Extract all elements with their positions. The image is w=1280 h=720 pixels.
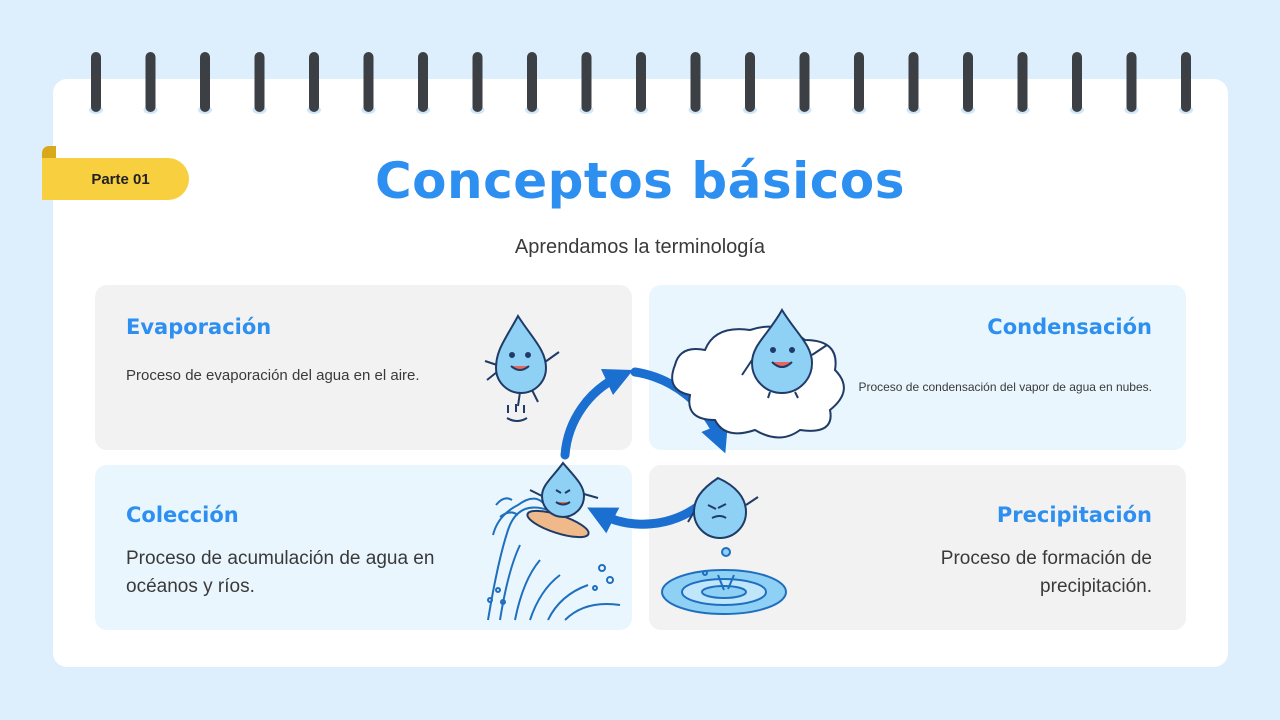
notebook-ring-icon	[254, 52, 265, 112]
notebook-ring-icon	[1181, 52, 1191, 112]
notebook-ring-icon	[472, 52, 483, 112]
page-title: Conceptos básicos	[374, 152, 906, 210]
notebook-ring-icon	[1017, 52, 1028, 112]
ribbon-fold	[42, 146, 56, 160]
card-text: Proceso de evaporación del agua en el ai…	[126, 367, 420, 384]
notebook-ring-icon	[636, 52, 646, 112]
notebook-ring-icon	[418, 52, 428, 112]
card-title: Evaporación	[126, 315, 272, 339]
notebook-ring-icon	[908, 52, 919, 112]
notebook-ring-icon	[309, 52, 319, 112]
notebook-ring-icon	[145, 52, 156, 112]
notebook-ring-icon	[690, 52, 701, 112]
notebook-ring-icon	[745, 52, 755, 112]
notebook-ring-icon	[963, 52, 973, 112]
card-text: Proceso de condensación del vapor de agu…	[858, 380, 1152, 394]
notebook-rings	[89, 52, 1193, 114]
card-collection: Colección Proceso de acumulación de agua…	[95, 465, 632, 630]
card-title: Condensación	[987, 315, 1152, 339]
card-precipitation: Precipitación Proceso de formación de pr…	[649, 465, 1186, 630]
card-title: Precipitación	[996, 503, 1152, 527]
notebook-ring-icon	[854, 52, 864, 112]
card-text: Proceso de acumulación de agua en océano…	[126, 548, 435, 597]
notebook-ring-icon	[1126, 52, 1137, 112]
notebook-ring-icon	[527, 52, 537, 112]
card-text: Proceso de formación de precipitación.	[940, 548, 1152, 597]
notebook-ring-icon	[91, 52, 101, 112]
card-evaporation: Evaporación Proceso de evaporación del a…	[95, 285, 632, 450]
notebook-ring-icon	[581, 52, 592, 112]
page-subtitle: Aprendamos la terminología	[514, 236, 766, 258]
notebook-ring-icon	[363, 52, 374, 112]
card-condensation: Condensación Proceso de condensación del…	[649, 285, 1186, 450]
notebook-ring-icon	[1072, 52, 1082, 112]
notebook-ring-icon	[200, 52, 210, 112]
section-tag: Parte 01	[42, 158, 189, 200]
card-title: Colección	[126, 503, 239, 527]
notebook-ring-icon	[799, 52, 810, 112]
